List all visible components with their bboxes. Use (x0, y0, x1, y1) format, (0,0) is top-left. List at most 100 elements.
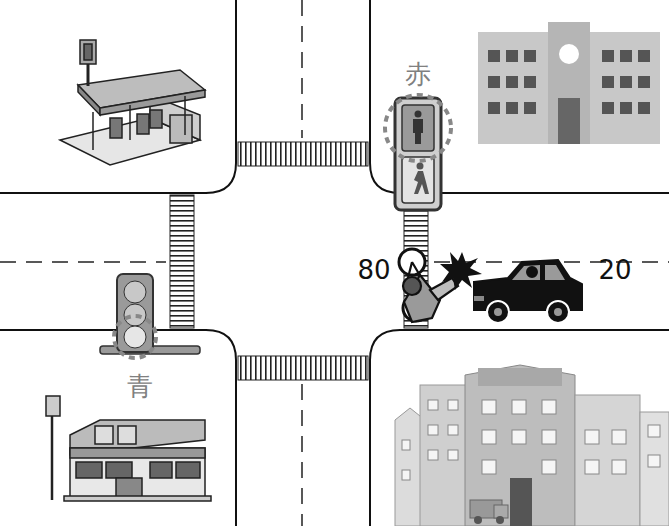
pedestrian-signal-part (413, 119, 423, 144)
apartment-buildings-part (494, 505, 508, 518)
school-building-part-part (488, 102, 500, 114)
school-building-part (548, 22, 590, 144)
convenience-store-part-part (76, 462, 102, 478)
school-building-part-part (506, 50, 518, 62)
traffic-signal-part (124, 304, 146, 326)
car-part (512, 265, 540, 280)
apartment-buildings-part (575, 395, 640, 526)
gas-station-part (78, 85, 100, 115)
school-building-part-part (524, 50, 536, 62)
apartment-buildings-part-part (542, 460, 556, 474)
apartment-buildings-part-part (612, 460, 626, 474)
school-building (478, 22, 660, 144)
crosswalk-part (170, 195, 194, 328)
apartment-buildings-part-part (402, 470, 410, 480)
apartment-buildings-part-part (482, 460, 496, 474)
road-edge-part (0, 0, 236, 193)
pedestrian-signal-part (415, 111, 422, 118)
school-building-part-part (506, 76, 518, 88)
school-building-part (559, 44, 579, 64)
traffic-signal (100, 274, 200, 358)
school-building-part-part (488, 76, 500, 88)
school-building-part-part (620, 102, 632, 114)
school-building-part-part (602, 76, 614, 88)
gas-station (60, 40, 205, 165)
school-building-part-part (506, 102, 518, 114)
convenience-store-part (70, 448, 205, 498)
pedestrian-signal-part (395, 98, 441, 210)
traffic-signal-part (124, 326, 146, 348)
pedestrian-signal-part (402, 157, 434, 203)
traffic-signal-part (114, 316, 156, 358)
car-part (547, 301, 569, 323)
apartment-buildings-part-part (428, 400, 438, 410)
apartment-buildings-part-part (448, 400, 458, 410)
pedestrian-signal-part (417, 163, 424, 170)
crosswalk (170, 142, 428, 380)
convenience-store-part (46, 396, 60, 416)
pedestrian-signal (385, 95, 451, 210)
school-building-part-part (638, 50, 650, 62)
bicycle-rider-part (404, 275, 440, 322)
apartment-buildings-part-part (482, 400, 496, 414)
school-building-part (558, 98, 580, 144)
apartment-buildings-part-part (402, 440, 410, 450)
fault-ratio-number: 80 (355, 256, 392, 284)
signal-state-label: 青 (125, 372, 155, 400)
signal-state-label: 赤 (403, 60, 433, 88)
convenience-store-part (76, 462, 200, 478)
apartment-buildings-part (420, 385, 470, 526)
gas-station-part (150, 110, 162, 128)
convenience-store-part-part (106, 462, 132, 478)
car-part (487, 301, 509, 323)
school-building-part-part (602, 50, 614, 62)
apartment-buildings-part-part (585, 460, 599, 474)
gas-station-part (184, 96, 186, 135)
gas-station-part (170, 115, 192, 143)
convenience-store-part (64, 496, 211, 501)
school-building-part (488, 50, 650, 114)
apartment-buildings-part (478, 368, 562, 386)
apartment-buildings-part-part (448, 425, 458, 435)
road-edge-part (0, 330, 236, 526)
car-part (474, 296, 484, 301)
apartment-buildings-part (496, 516, 504, 524)
apartment-buildings-part-part (428, 450, 438, 460)
bicycle-rider-part (403, 277, 421, 295)
center-line-part (301, 0, 303, 138)
school-building-part-part (524, 102, 536, 114)
car (474, 260, 582, 323)
gas-station-part (137, 114, 149, 134)
apartment-buildings-part-part (648, 425, 660, 437)
fault-ratio-number: 20 (596, 256, 633, 284)
school-building-part-part (620, 50, 632, 62)
convenience-store-part-part (150, 462, 172, 478)
school-building-part-part (524, 76, 536, 88)
apartment-buildings-part (640, 412, 669, 526)
pedestrian-signal-part (402, 105, 434, 151)
apartment-buildings-part (402, 400, 660, 480)
apartment-buildings-part-part (542, 430, 556, 444)
convenience-store-part (95, 426, 113, 444)
gas-station-part (92, 112, 94, 150)
gas-station-part (80, 40, 96, 64)
apartment-buildings-part-part (542, 400, 556, 414)
car-part (554, 308, 562, 316)
traffic-signal-part (124, 281, 146, 303)
apartment-buildings-part (474, 516, 482, 524)
gas-station-part (129, 105, 131, 140)
convenience-store-part-part (176, 462, 200, 478)
car-part (545, 265, 565, 280)
apartment-buildings (395, 365, 669, 526)
center-line-part (301, 384, 303, 526)
apartment-buildings-part (465, 365, 575, 526)
school-building-part-part (488, 50, 500, 62)
apartment-buildings-part-part (482, 430, 496, 444)
pedestrian-signal-part (385, 95, 451, 161)
apartment-buildings-part-part (512, 400, 526, 414)
gas-station-part (84, 44, 92, 60)
apartment-buildings-part-part (512, 430, 526, 444)
apartment-buildings-part-part (612, 430, 626, 444)
